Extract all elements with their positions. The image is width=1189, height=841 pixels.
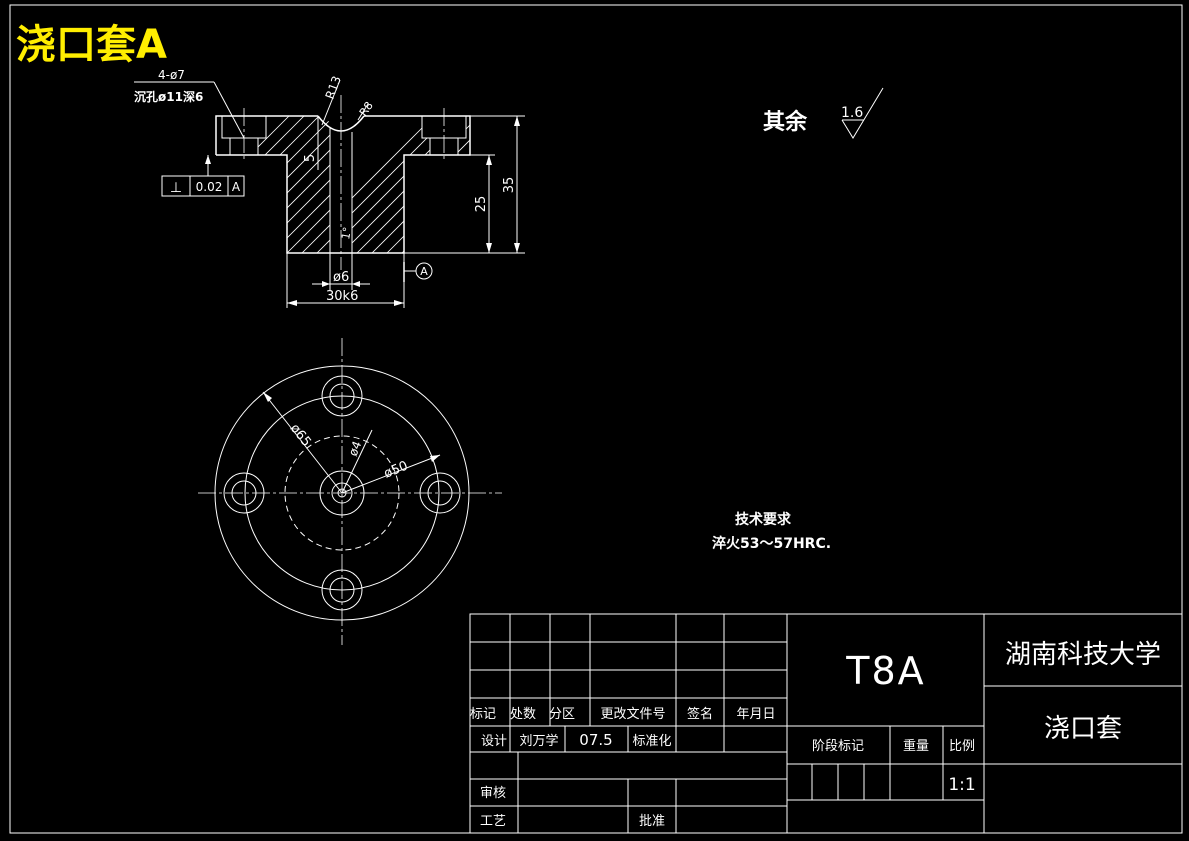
dim-5: 5 xyxy=(303,154,318,162)
material-label: T8A xyxy=(845,649,925,693)
section-view xyxy=(215,95,471,270)
dim-taper: 1° xyxy=(339,226,354,241)
tech-line: 淬火53～57HRC. xyxy=(712,535,831,552)
dim-fit-30k6: 30k6 xyxy=(326,289,358,304)
dim-phi4: ø4 xyxy=(346,439,365,458)
review-label: 审核 xyxy=(480,786,506,801)
weight-label: 重量 xyxy=(903,738,929,754)
tolerance-value: 0.02 xyxy=(196,180,223,194)
section-hatch-left xyxy=(216,116,330,253)
scale-value: 1:1 xyxy=(948,775,975,795)
standard-label: 标准化 xyxy=(632,734,671,749)
dim-35: 35 xyxy=(502,177,517,194)
datum-a-circle xyxy=(415,262,433,280)
roughness-prefix: 其余 xyxy=(763,109,808,135)
top-view xyxy=(198,338,502,645)
drawing-title: 浇口套A xyxy=(16,22,167,68)
scale-label: 比例 xyxy=(949,739,975,754)
drawing-frame xyxy=(9,4,1183,834)
part-name: 浇口套 xyxy=(1044,714,1122,744)
callout-counterbore: 沉孔ø11深6 xyxy=(134,89,203,104)
dim-25: 25 xyxy=(474,196,489,213)
tolerance-datum: A xyxy=(232,180,241,194)
tech-heading: 技术要求 xyxy=(735,511,792,528)
tolerance-symbol: ⊥ xyxy=(170,180,182,196)
process-label: 工艺 xyxy=(480,814,506,829)
callout-holes: 4-ø7 xyxy=(158,68,185,82)
header-signature: 签名 xyxy=(687,706,713,722)
header-count: 处数 xyxy=(510,707,536,722)
title-block: T8A 湖南科技大学 浇口套 标记 处数 分区 更改文件号 签名 年月日 设计 … xyxy=(469,613,1183,834)
dim-phi6: ø6 xyxy=(333,270,349,285)
dim-phi50: ø50 xyxy=(382,459,410,482)
roughness-note: 其余 1.6 xyxy=(763,87,884,139)
design-date: 07.5 xyxy=(579,731,612,749)
section-hatch-right xyxy=(352,116,470,253)
school-name: 湖南科技大学 xyxy=(1005,640,1161,670)
top-view-dimensions: ø65 ø4 ø50 xyxy=(262,391,441,494)
designer-name: 刘万学 xyxy=(519,733,558,749)
design-label: 设计 xyxy=(481,734,507,749)
datum-a-label: A xyxy=(420,265,428,278)
section-dimensions: 35 25 5 R13 R8 1° ø6 30k6 xyxy=(134,68,525,308)
header-change-doc: 更改文件号 xyxy=(600,707,665,722)
header-mark: 标记 xyxy=(470,707,496,722)
header-date: 年月日 xyxy=(736,707,775,722)
approve-label: 批准 xyxy=(639,814,665,829)
header-zone: 分区 xyxy=(549,707,575,722)
roughness-value: 1.6 xyxy=(841,105,863,121)
stage-label: 阶段标记 xyxy=(812,739,864,754)
